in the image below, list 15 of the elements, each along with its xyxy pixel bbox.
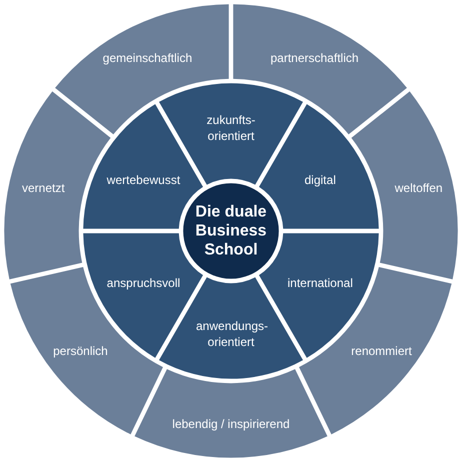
- segment-label: gemeinschaftlich: [102, 50, 194, 66]
- segment-label: persönlich: [52, 343, 109, 360]
- segment-label: zukunfts- orientiert: [206, 112, 256, 144]
- segment-label: international: [286, 274, 354, 290]
- segment-label: anwendungs- orientiert: [196, 318, 266, 350]
- segment-label: digital: [304, 172, 337, 188]
- segment-label: partnerschaftlich: [269, 50, 360, 66]
- segment-label: weltoffen: [394, 180, 444, 196]
- segment-label: lebendig / inspirierend: [171, 416, 291, 432]
- segment-label: anspruchsvoll: [106, 274, 177, 290]
- segment-label: vernetzt: [20, 180, 66, 196]
- ring-segment: [134, 369, 328, 458]
- ring-segment: [351, 91, 458, 280]
- center-title: Die duale Business School: [194, 202, 268, 260]
- segment-label: renommiert: [350, 343, 413, 360]
